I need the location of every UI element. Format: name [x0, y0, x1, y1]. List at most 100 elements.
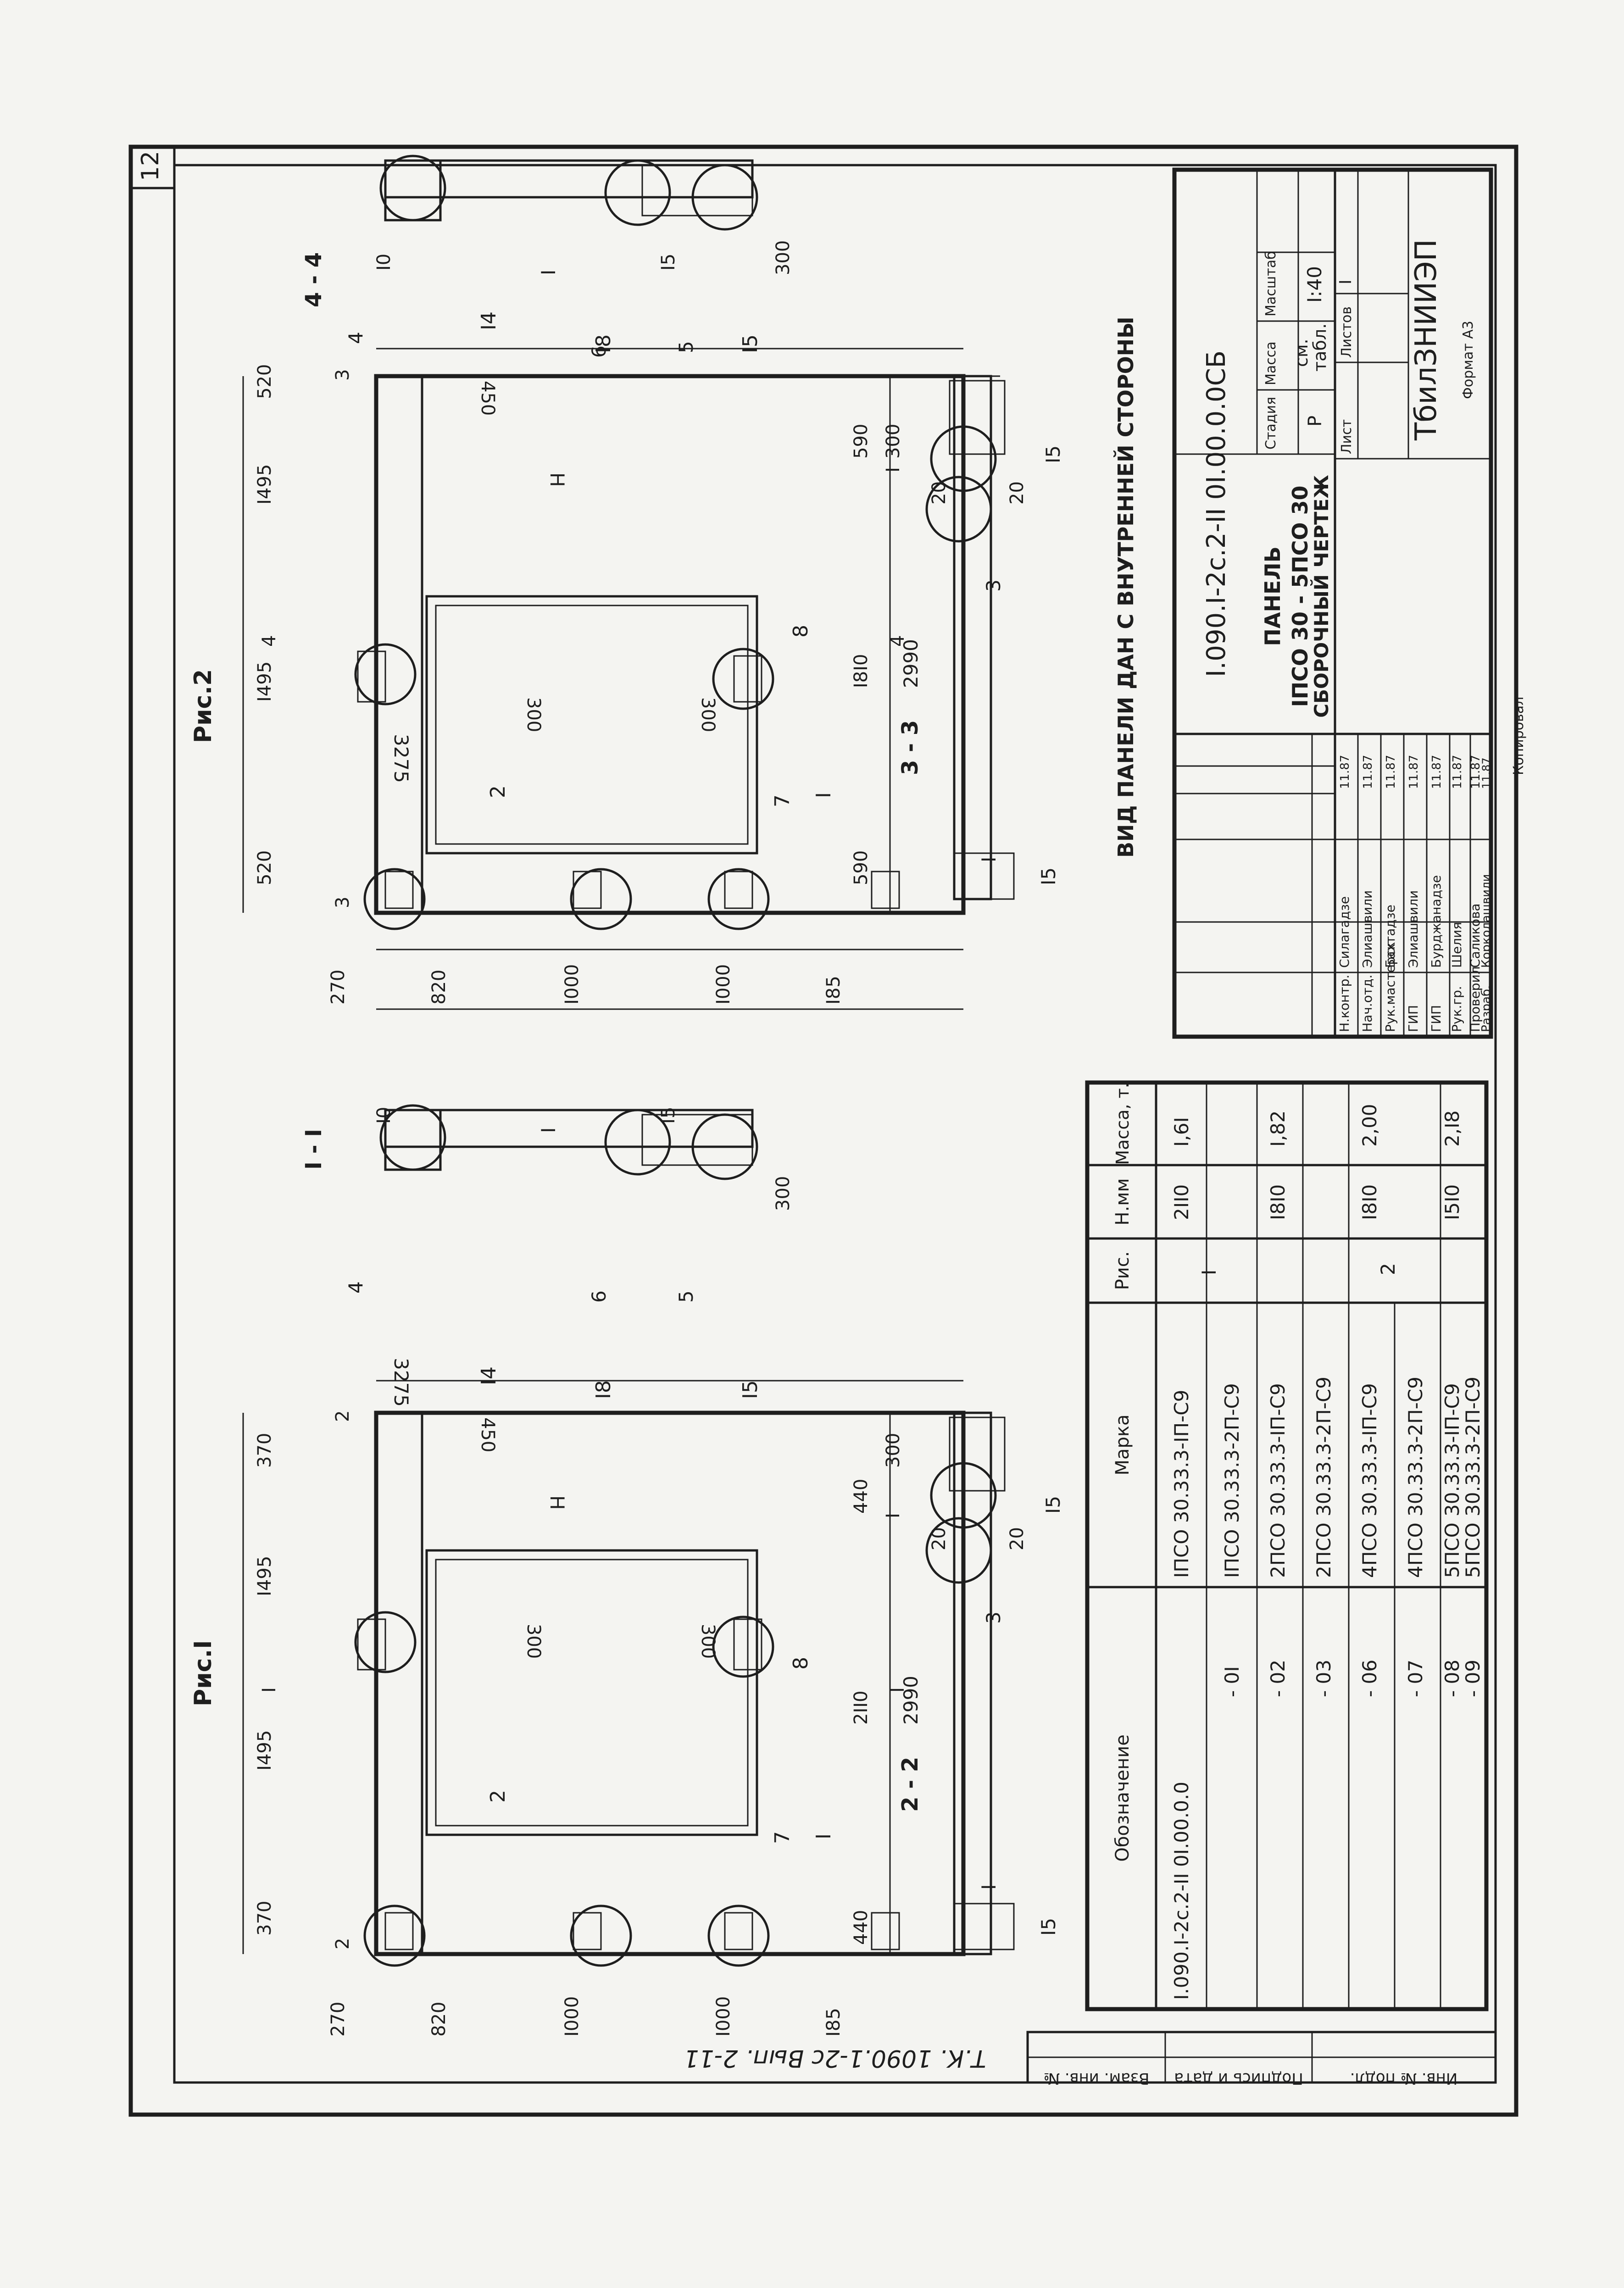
sig-date-4: 11.87	[1430, 755, 1444, 789]
section-3-3-callout-15-left: I5	[1037, 867, 1060, 885]
spec-row-6-code: - 08	[1441, 1660, 1463, 1697]
fig1-top-dim-3: 370	[254, 1433, 275, 1468]
section-2-2-callout-15-left: I5	[1037, 1918, 1060, 1936]
fig1-cut-2-b: 2	[332, 1411, 353, 1422]
mass-label: Масса	[1263, 341, 1279, 385]
fig2-top-dim-3: 520	[254, 364, 275, 399]
fig2-callout-7: 7	[771, 794, 794, 807]
fig2-dim-450: 450	[477, 381, 498, 416]
section-2-2-callout-1-bottom: I	[978, 1884, 1000, 1890]
fig2-panel-view: Рис.2 520 I495 I495 520 270 820 I000 I00…	[189, 311, 1000, 1010]
fig1-dim-300-a: 300	[523, 1624, 544, 1659]
fig1-title: Рис.I	[189, 1640, 217, 1706]
sig-date-3: 11.87	[1407, 755, 1421, 789]
section-1-1: I - I I0 I5 300 4 6 5 I	[301, 1104, 794, 1303]
section-2-2-callout-1-top: I	[883, 1513, 904, 1518]
fig1-side-dim-3: I000	[713, 1996, 734, 2037]
fig2-dim-300-a: 300	[523, 697, 544, 732]
fig1-dim-h: H	[546, 1495, 568, 1510]
spec-row-5-mark: 4ПСО 30.33.3-2П-С9	[1404, 1377, 1427, 1578]
fig2-side-dim-0: 270	[328, 970, 349, 1005]
section-2-2-dim-300: 300	[883, 1433, 904, 1468]
stage-value: Р	[1305, 416, 1326, 427]
section-4-4-callout-4: 4	[345, 332, 367, 344]
section-4-4-dim-15: I5	[658, 254, 679, 271]
fig2-callout-2: 2	[486, 785, 510, 798]
fig2-bottom-dim-1: I8I0	[851, 654, 872, 689]
section-1-1-title: I - I	[301, 1129, 327, 1170]
title-line-3: СБОРОЧНЫЙ ЧЕРТЕЖ	[1310, 475, 1333, 718]
format-note: Формат А3	[1460, 321, 1476, 399]
sig-name-0: Силагадзе	[1337, 896, 1352, 968]
fig2-cut-4-a: 4	[259, 635, 280, 647]
fig2-side-dim-4: I85	[823, 976, 844, 1005]
sheets-value: I	[1336, 279, 1355, 284]
sheet-outer-frame	[128, 144, 1518, 2117]
spec-row-0-fig: I	[1198, 1270, 1220, 1275]
section-1-1-callout-1: I	[537, 1127, 560, 1133]
section-3-3-callout-15-right: I5	[1042, 445, 1064, 463]
spec-row-4-mark: 4ПСО 30.33.3-IП-С9	[1358, 1383, 1381, 1578]
fig1-side-dim-2: I000	[562, 1996, 583, 2037]
section-4-4-title: 4 - 4	[301, 252, 327, 307]
fig1-overall-height: 3275	[390, 1358, 412, 1407]
title-line-1: ПАНЕЛЬ	[1260, 546, 1285, 646]
spec-row-0-h: 2II0	[1170, 1184, 1193, 1220]
spec-row-0-mark: IПСО 30.33.3-IП-С9	[1170, 1390, 1193, 1578]
section-1-1-dim-15: I5	[658, 1107, 679, 1124]
section-3-3-callout-1-bottom: I	[978, 857, 1000, 862]
fig1-dim-450: 450	[477, 1417, 498, 1452]
sheet-inner-frame	[173, 164, 1497, 2084]
fig2-side-dim-1: 820	[428, 970, 450, 1005]
fig2-cut-4-b: 4	[887, 635, 908, 647]
sig-date-7: 11.87	[1480, 757, 1493, 789]
fig1-panel-view: Рис.I 370 I495 I495 370 270 820 I000 I00…	[189, 1358, 966, 2037]
fig1-callout-15: I5	[739, 1380, 762, 1399]
sig-role-1: Нач.отд.	[1360, 975, 1375, 1032]
spec-row-1-code: - 0I	[1221, 1666, 1243, 1697]
sig-role-4: ГИП	[1429, 1005, 1444, 1032]
spec-table: Обозначение Марка Рис. Н.мм Масса, т. I.…	[1085, 1080, 1489, 2011]
fig2-bottom-dim-2: 590	[851, 424, 872, 459]
section-2-2-title: 2 - 2	[897, 1757, 923, 1812]
sig-date-6: 11.87	[1469, 755, 1483, 789]
section-4-4-callout-5: 5	[675, 341, 697, 353]
sig-name-7: Корколашвили	[1479, 874, 1493, 968]
spec-row-4-code: - 06	[1358, 1660, 1381, 1697]
spec-row-0-mass: I,6I	[1170, 1117, 1193, 1147]
fig2-callout-15: I5	[739, 334, 762, 353]
sig-name-6: Саликова	[1468, 903, 1483, 968]
fig1-cut-2-a: 2	[332, 1938, 353, 1949]
sig-date-0: 11.87	[1338, 755, 1352, 789]
sheet-number-box	[129, 145, 176, 189]
fig1-callout-2: 2	[486, 1790, 510, 1803]
section-3-3-title: 3 - 3	[897, 720, 923, 775]
fig1-callout-1: I	[812, 1833, 835, 1839]
spec-row-2-h: I8I0	[1267, 1184, 1289, 1220]
spec-row-3-code: - 03	[1313, 1660, 1335, 1697]
fig2-overall-height: 3275	[390, 734, 412, 783]
drawing-designation: I.090.I-2c.2-II 0I.00.0.0СБ	[1201, 350, 1231, 677]
title-line-2: IПСО 30 - 5ПСО 30	[1288, 485, 1313, 707]
sig-role-7: Разраб.	[1479, 985, 1493, 1032]
spec-header-code: Обозначение	[1112, 1734, 1133, 1862]
fig1-top-dim-0: 370	[254, 1901, 275, 1936]
fig2-dim-h: H	[546, 472, 568, 487]
spec-row-4-mass: 2,00	[1358, 1104, 1381, 1147]
section-3-3: 3 - 3 300 20 20 I 3 I5 I I5	[883, 375, 1064, 900]
spec-header-mark: Марка	[1112, 1414, 1133, 1475]
fig2-cut-3-a: 3	[332, 897, 353, 908]
fig1-side-dim-1: 820	[428, 2002, 450, 2037]
section-2-2-dim-20-b: 20	[1007, 1527, 1028, 1550]
mass-value-1: см.	[1291, 339, 1312, 367]
sig-name-5: Шелия	[1449, 922, 1464, 968]
title-block: I.090.I-2c.2-II 0I.00.0.0СБ ПАНЕЛЬ IПСО …	[1172, 167, 1527, 1039]
spec-row-6-mass: 2,I8	[1441, 1111, 1463, 1147]
spec-header-mass: Масса, т.	[1112, 1083, 1133, 1165]
section-2-2-callout-3: 3	[982, 1611, 1005, 1624]
sig-name-2: Бахтадзе	[1383, 905, 1398, 968]
section-2-2: 2 - 2 300 20 20 I 3 I5 I I5	[883, 1411, 1064, 1955]
fig2-overall-width: 2990	[900, 639, 922, 688]
fig2-cut-3-b: 3	[332, 369, 353, 381]
fig2-callout-1: I	[812, 792, 835, 798]
